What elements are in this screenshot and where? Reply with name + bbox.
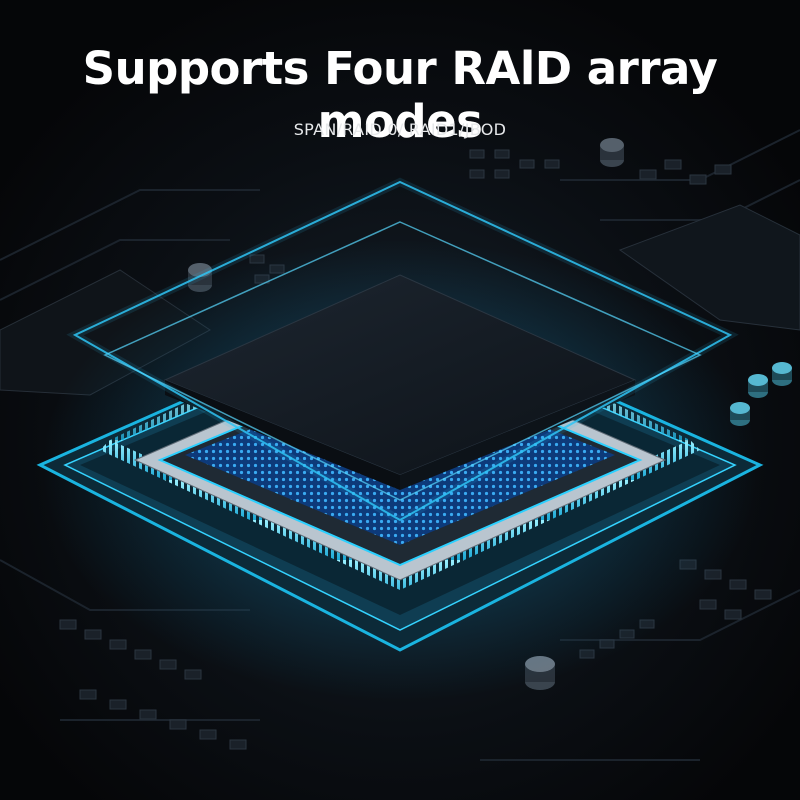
headline: Supports Four RAlD array modes xyxy=(82,42,718,148)
raid-modes-subtitle: SPAN/RAID 0/ RAID1/JBOD xyxy=(293,120,507,139)
hologram-layers xyxy=(66,177,739,525)
chip-body xyxy=(133,274,667,581)
